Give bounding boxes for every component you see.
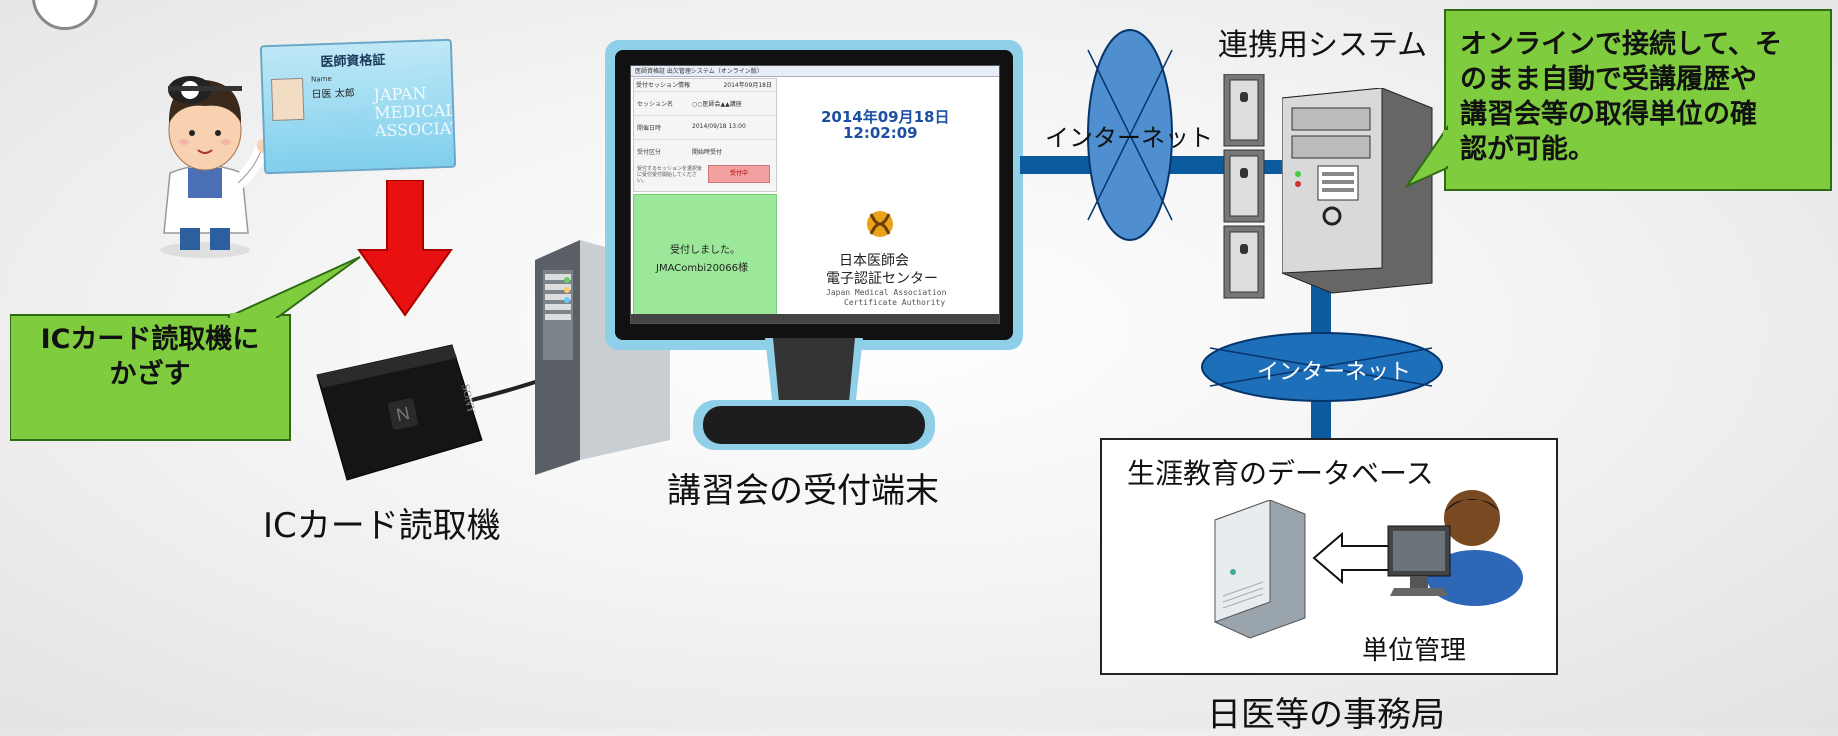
jma-logo-icon: [867, 211, 893, 237]
svg-text:N: N: [395, 403, 412, 425]
org-en1: Japan Medical Association: [826, 288, 947, 297]
session-row-value: ○○医師会▲▲講座: [692, 101, 742, 108]
window-title: 医師資格証 出欠管理システム（オンライン版）: [635, 68, 763, 75]
linked-system-server: [1282, 88, 1433, 294]
ic-card-reader: N SONY: [316, 344, 558, 481]
panel-header-date: 2014年09月18日: [723, 82, 772, 89]
session-panel: 受付セッション情報 2014年09月18日 セッション名 ○○医師会▲▲講座 開…: [633, 78, 777, 192]
screen-taskbar: [631, 314, 999, 323]
database-server-icon: [1214, 500, 1306, 639]
session-row: セッション名 ○○医師会▲▲講座: [634, 91, 776, 114]
org-line1: 日本医師会: [839, 253, 909, 269]
session-row-value: 2014/09/18 13:00: [692, 123, 746, 130]
session-row: 受付区分 開始時受付: [634, 139, 776, 162]
online-callout-line2: のまま自動で受講履歴や: [1460, 64, 1757, 96]
session-row-value: 開始時受付: [692, 149, 723, 156]
ic-reader-label: ICカード読取機: [263, 506, 501, 546]
status-line2: JMACombi20066様: [656, 263, 749, 274]
status-panel: 受付しました。 JMACombi20066様: [633, 194, 777, 320]
reader-callout-text: ICカード読取機に かざす: [10, 322, 290, 392]
status-line1: 受付しました。: [670, 245, 740, 256]
reader-callout-line2: かざす: [109, 359, 191, 391]
doctor-illustration: [160, 76, 271, 258]
internet-top-label: インターネット: [1045, 124, 1213, 152]
online-callout-line3: 講習会等の取得単位の確: [1460, 99, 1757, 131]
screen-time: 12:02:09: [843, 124, 918, 142]
reader-callout-bubble: [10, 256, 361, 441]
session-row-label: 受付区分: [637, 149, 662, 156]
window-titlebar: 医師資格証 出欠管理システム（オンライン版）: [631, 66, 999, 77]
screen-date: 2014年09月18日: [821, 108, 950, 126]
session-row-label: 開催日時: [637, 125, 662, 132]
linked-system-label: 連携用システム: [1218, 28, 1428, 63]
tap-arrow: [357, 180, 453, 317]
org-line2: 電子認証センター: [826, 271, 938, 287]
unit-management-label: 単位管理: [1362, 636, 1467, 666]
accept-button[interactable]: 受付中: [708, 165, 770, 183]
session-note: 受付するセッションを選択後に受付受付開始してください。: [637, 166, 703, 184]
online-callout-bubble: [1405, 9, 1832, 191]
reader-callout-line1: ICカード読取機に: [40, 324, 260, 355]
online-callout-line1: オンラインで接続して、そ: [1460, 29, 1782, 60]
session-row: 開催日時 2014/09/18 13:00: [634, 115, 776, 138]
database-label: 生涯教育のデータベース: [1127, 457, 1434, 490]
org-en2: Certificate Authority: [844, 298, 946, 307]
online-callout-line4: 認が可能。: [1460, 134, 1595, 166]
office-label: 日医等の事務局: [1207, 695, 1445, 735]
internet-bottom-label: インターネット: [1257, 360, 1412, 385]
terminal-label: 講習会の受付端末: [667, 471, 939, 511]
admin-workstation: [1387, 490, 1523, 606]
panel-header-title: 受付セッション情報: [636, 82, 691, 89]
terminal-screen: 医師資格証 出欠管理システム（オンライン版） 受付セッション情報 2014年09…: [630, 65, 1000, 324]
session-row-label: セッション名: [637, 101, 674, 108]
rack-servers: [1223, 74, 1265, 299]
online-callout-text: オンラインで接続して、そ のまま自動で受講履歴や 講習会等の取得単位の確 認が可…: [1460, 27, 1782, 167]
panel-header: 受付セッション情報 2014年09月18日: [636, 80, 774, 89]
